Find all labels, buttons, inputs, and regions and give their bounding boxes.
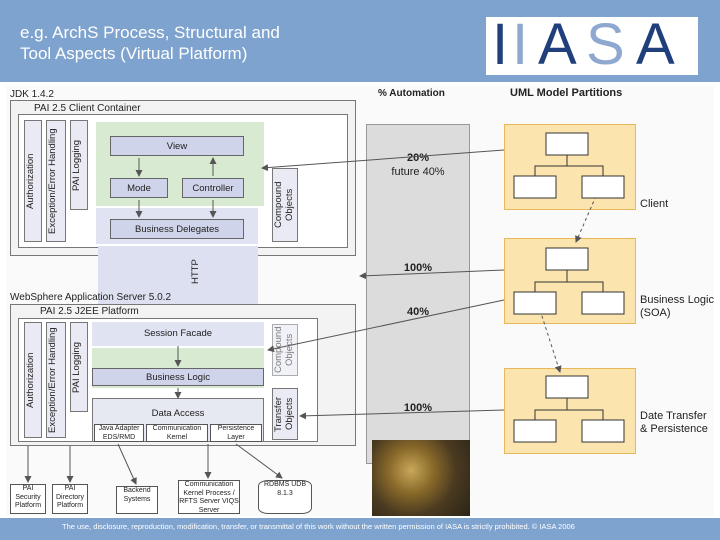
facade-area xyxy=(92,322,264,346)
automation-client-future: future 40% xyxy=(391,166,445,178)
automation-persistence-value: 100% xyxy=(403,402,433,414)
logo-letter-5: A xyxy=(636,12,675,77)
rdbms-cylinder: RDBMS UDB 8.1.3 xyxy=(258,480,312,514)
automation-column xyxy=(366,124,470,464)
automation-client-value: 20% xyxy=(406,152,430,164)
automation-http-value: 100% xyxy=(403,262,433,274)
gears-photo xyxy=(372,440,470,516)
session-facade-box: Session Facade xyxy=(143,328,213,339)
persistence-layer-box: Persistence Layer xyxy=(210,424,262,442)
view-box: View xyxy=(110,136,244,156)
comm-kernel-process-box: Communication Kernel Process / RFTS Serv… xyxy=(178,480,240,514)
footer-bar xyxy=(0,518,720,540)
controller-box: Controller xyxy=(182,178,244,198)
automation-logic-value: 40% xyxy=(406,306,430,318)
copyright-notice: The use, disclosure, reproduction, modif… xyxy=(62,522,575,531)
title-line-1: e.g. ArchS Process, Structural and xyxy=(20,23,280,42)
slide-title: e.g. ArchS Process, Structural and Tool … xyxy=(20,22,460,64)
client-container-label: PAI 2.5 Client Container xyxy=(34,103,141,114)
logo-letter-4: S xyxy=(586,12,625,77)
logo-letter-3: A xyxy=(538,12,577,77)
directory-platform-box: PAI Directory Platform xyxy=(52,484,88,514)
logo-letter-2: I xyxy=(512,12,529,77)
partition-client-label: Client xyxy=(640,198,669,210)
partition-persistence-label: Date Transfer & Persistence xyxy=(640,410,708,435)
communication-kernel-box: Communication Kernel xyxy=(146,424,208,442)
uml-header: UML Model Partitions xyxy=(510,87,623,99)
data-access-label: Data Access xyxy=(151,408,205,419)
iasa-logo: I I A S A xyxy=(486,13,698,77)
partition-business-label: Business Logic (SOA) xyxy=(640,294,714,319)
title-line-2: Tool Aspects (Virtual Platform) xyxy=(20,44,248,63)
mode-box: Mode xyxy=(110,178,168,198)
j2ee-label: PAI 2.5 J2EE Platform xyxy=(40,306,139,317)
backend-systems-box: Backend Systems xyxy=(116,486,158,514)
business-logic-box: Business Logic xyxy=(92,368,264,386)
logo-letter-1: I xyxy=(492,12,509,77)
security-platform-box: PAI Security Platform xyxy=(10,484,46,514)
websphere-label: WebSphere Application Server 5.0.2 xyxy=(10,292,172,303)
jdk-label: JDK 1.4.2 xyxy=(10,89,54,100)
business-delegates-box: Business Delegates xyxy=(110,219,244,239)
automation-header: % Automation xyxy=(378,88,445,99)
java-adapter-box: Java Adapter EDS/RMD xyxy=(94,424,144,442)
